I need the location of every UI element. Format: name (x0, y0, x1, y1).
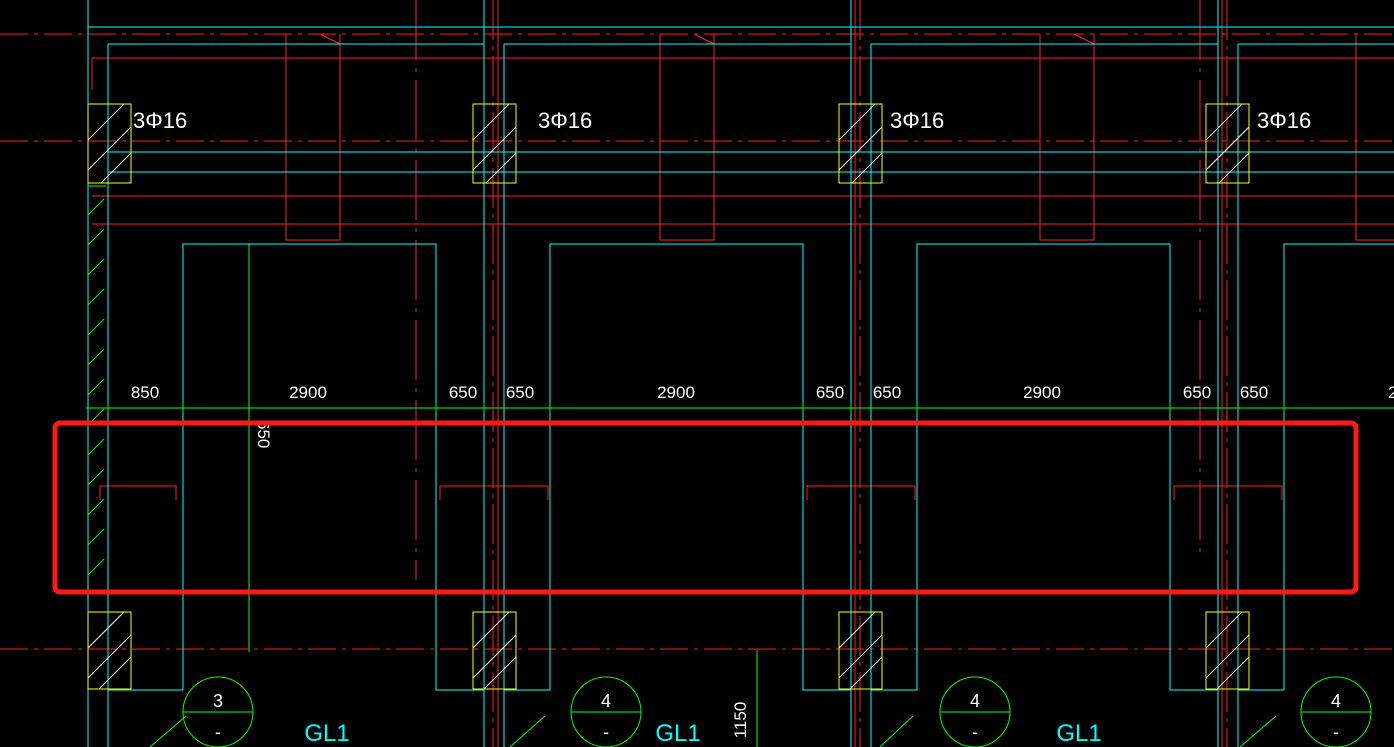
bubble-3-sub: - (972, 722, 978, 742)
beam-labels: GL1 GL1 GL1 (304, 720, 1101, 747)
beam-label-1: GL1 (304, 720, 349, 747)
column-4-bottom (1205, 611, 1250, 690)
bubble-2-number: 4 (601, 691, 611, 711)
dim-vertical-650: 650 (254, 420, 273, 448)
beam-label-2: GL1 (655, 720, 700, 747)
dim-650-5: 650 (1183, 383, 1211, 402)
bubble-3-number: 4 (970, 691, 980, 711)
rebar-label-1: 3Φ16 (133, 108, 187, 133)
column-2-top (472, 103, 517, 184)
dim-650-3: 650 (816, 383, 844, 402)
bubble-2-sub: - (603, 722, 609, 742)
dim-650-6: 650 (1240, 383, 1268, 402)
section-bubble-2[interactable]: 4 - (509, 676, 642, 747)
left-wall-hatch (87, 185, 106, 576)
beam-label-3: GL1 (1056, 720, 1101, 747)
column-1-bottom (87, 611, 132, 690)
dim-650-4: 650 (873, 383, 901, 402)
highlight-box[interactable] (52, 420, 1359, 595)
section-bubble-1[interactable]: 3 - (149, 676, 254, 747)
wall-lines (87, 0, 1394, 747)
columns (87, 103, 1250, 690)
dim-650-1: 650 (449, 383, 477, 402)
rebar-label-4: 3Φ16 (1257, 108, 1311, 133)
dim-partial: 2 (1388, 383, 1394, 402)
column-4-top (1205, 103, 1250, 184)
rebar-label-3: 3Φ16 (890, 108, 944, 133)
column-2-bottom (472, 611, 517, 690)
column-1-top (87, 103, 132, 184)
column-3-bottom (838, 611, 883, 690)
section-bubble-3[interactable]: 4 - (879, 676, 1011, 747)
dim-2900-2: 2900 (657, 383, 695, 402)
column-3-top (838, 103, 883, 184)
dim-2900-3: 2900 (1023, 383, 1061, 402)
dim-850: 850 (131, 383, 159, 402)
rebar-labels: 3Φ16 3Φ16 3Φ16 3Φ16 (133, 108, 1311, 133)
section-bubbles: 3 - 4 - 4 - 4 - (149, 676, 1372, 747)
bubble-1-number: 3 (213, 691, 223, 711)
rebar-label-2: 3Φ16 (538, 108, 592, 133)
column-hatching (87, 103, 1250, 690)
section-bubble-4[interactable]: 4 - (1239, 676, 1372, 747)
bubble-4-sub: - (1333, 722, 1339, 742)
dimension-lines (86, 244, 1394, 747)
dim-vertical-1150: 1150 (731, 702, 750, 739)
bubble-1-sub: - (215, 722, 221, 742)
dim-650-2: 650 (506, 383, 534, 402)
dimension-texts: 850 2900 650 650 2900 650 650 2900 650 6… (131, 383, 1394, 738)
dim-2900-1: 2900 (289, 383, 327, 402)
bubble-4-number: 4 (1331, 691, 1341, 711)
